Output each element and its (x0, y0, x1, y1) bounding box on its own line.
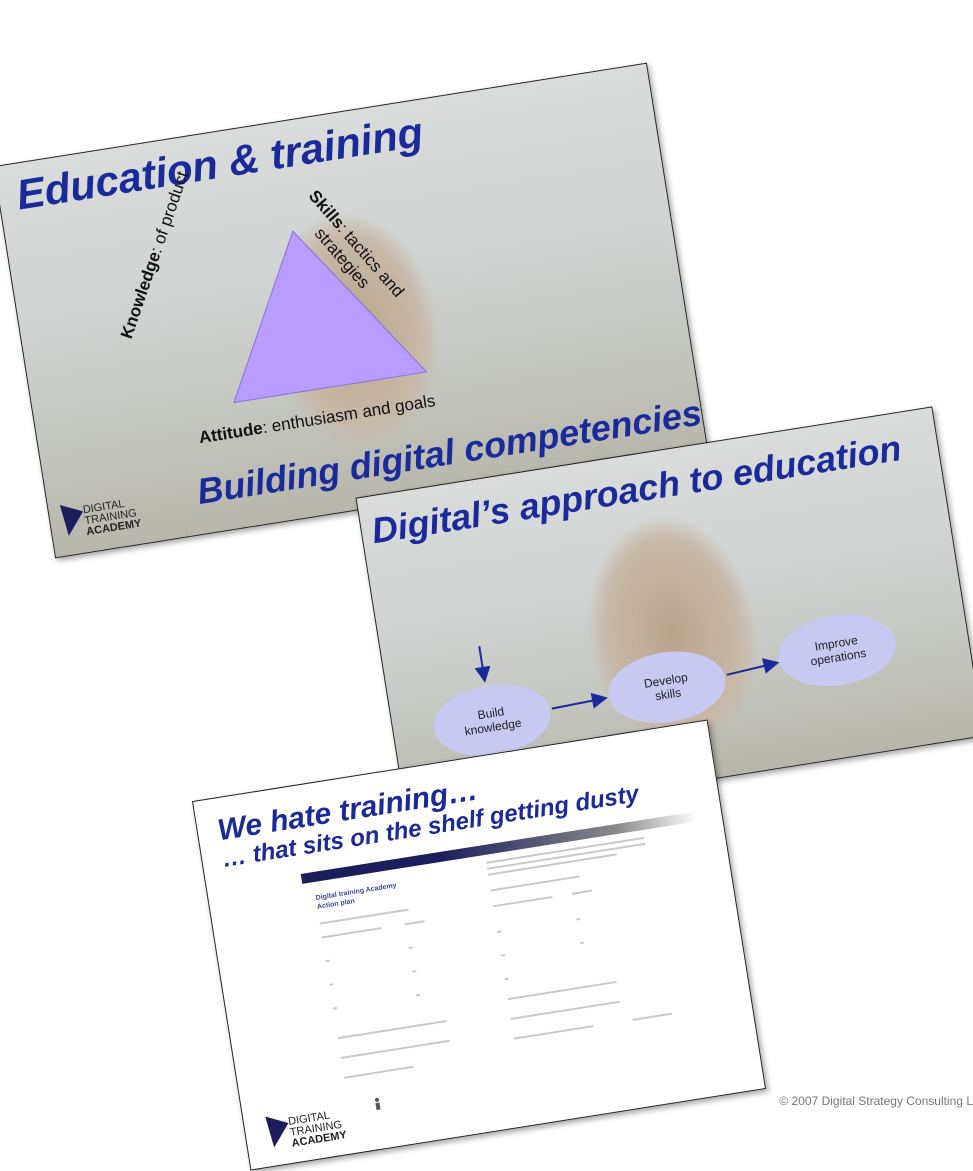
doc-line (497, 930, 502, 933)
doc-line (579, 941, 585, 945)
doc-line (337, 1020, 447, 1040)
doc-line (571, 889, 593, 895)
arrow-build-to-develop (551, 692, 608, 710)
doc-line (576, 917, 581, 921)
doc-line (492, 895, 553, 908)
doc-line (404, 920, 425, 926)
academy-logo: DIGITAL TRAINING ACADEMY (57, 489, 144, 551)
doc-line (408, 946, 413, 950)
doc-line (632, 1012, 673, 1021)
arrow-develop-to-improve (726, 658, 780, 676)
academy-logo-icon (59, 504, 84, 536)
small-figure-icon (374, 1097, 381, 1111)
slide-education-training: Education & training Knowledge: of produ… (0, 62, 709, 559)
copyright-footer: © 2007 Digital Strategy Consulting L (779, 1094, 973, 1108)
doc-line (500, 954, 506, 957)
doc-line (504, 977, 509, 981)
doc-line (343, 1065, 414, 1079)
doc-line (507, 980, 617, 1001)
arrow-top-into-build (474, 646, 491, 683)
doc-line (332, 1006, 338, 1010)
doc-line (490, 875, 580, 892)
slide-we-hate-training: We hate training… … that sits on the she… (191, 719, 767, 1171)
doc-line (513, 1025, 594, 1040)
academy-logo-small: DIGITAL TRAINING ACADEMY (263, 1099, 360, 1162)
doc-heading-line1: Digital training Academy (315, 882, 398, 902)
doc-line (340, 1039, 450, 1059)
doc-line (412, 970, 417, 973)
doc-line (321, 927, 382, 939)
doc-line (510, 1000, 620, 1020)
doc-line (319, 908, 409, 925)
doc-line (325, 959, 330, 963)
doc-line (329, 983, 334, 986)
competency-triangle (233, 230, 428, 404)
doc-line (415, 993, 421, 997)
